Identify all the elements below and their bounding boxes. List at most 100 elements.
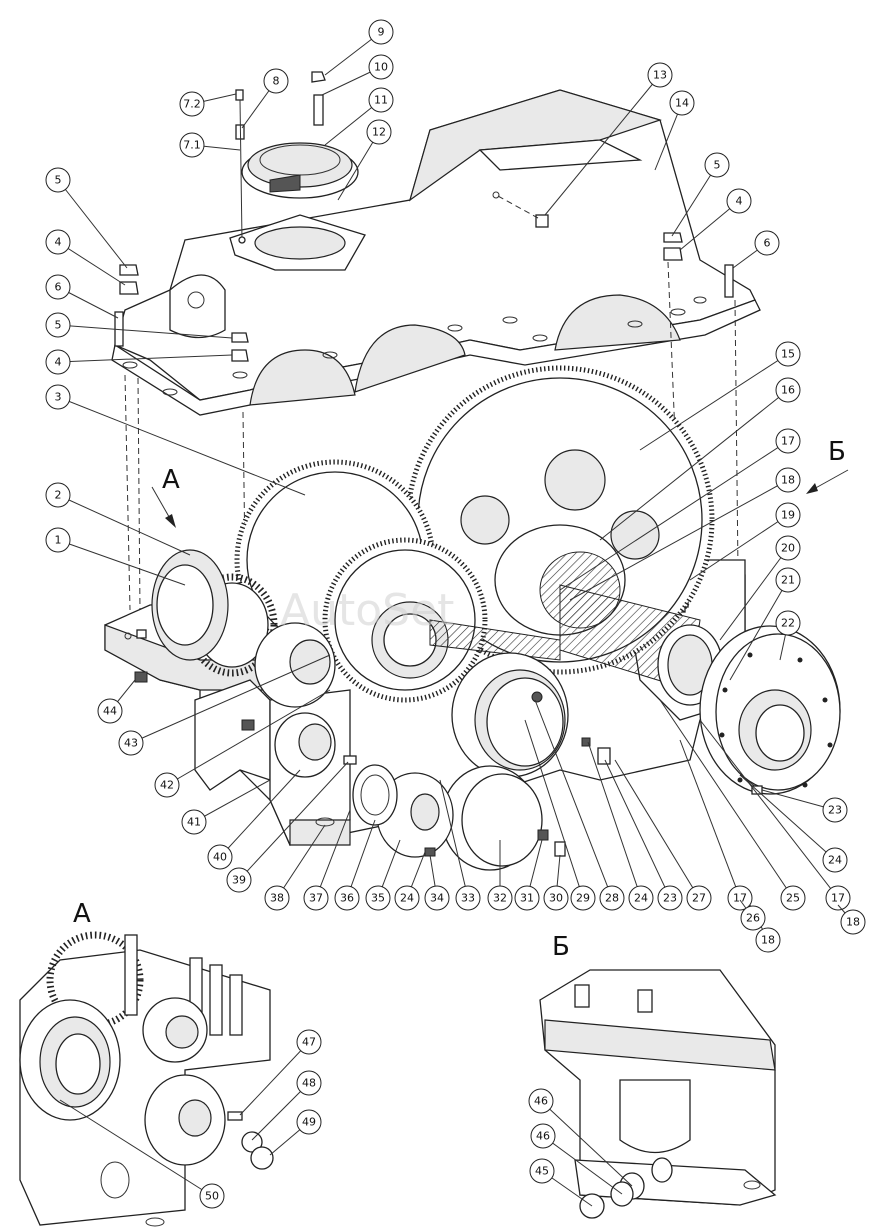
callout-21: 21	[729, 567, 801, 681]
callout-circle	[45, 274, 71, 300]
callout-6: 6	[732, 230, 780, 269]
callout-number: 24	[400, 892, 414, 905]
callout-number: 17	[733, 892, 747, 905]
callout-number: 9	[378, 26, 385, 39]
callout-circle	[179, 132, 205, 158]
detail-view-a	[19, 931, 274, 1227]
callout-number: 40	[213, 851, 227, 864]
callout-number: 3	[55, 391, 62, 404]
callout-leader	[239, 1041, 310, 1116]
callout-leader	[689, 514, 789, 581]
callout-leader	[739, 774, 836, 861]
callout-circle	[570, 885, 596, 911]
callout-number: 19	[781, 509, 795, 522]
callout-leader	[219, 769, 301, 858]
callout-number: 47	[302, 1036, 316, 1049]
callout-number: 38	[270, 892, 284, 905]
callout-38: 38	[264, 824, 326, 911]
callout-leader	[729, 579, 789, 681]
callout-number: 7.2	[183, 98, 201, 111]
callout-number: 39	[232, 874, 246, 887]
callout-circle	[657, 885, 683, 911]
callout-circle	[207, 844, 233, 870]
callout-circle	[775, 467, 801, 493]
view-arrows: A Б А Б	[73, 437, 849, 962]
callout-40: 40	[207, 769, 301, 870]
callout-18: 18	[837, 904, 866, 935]
callout-leader	[534, 699, 613, 899]
callout-leader	[337, 131, 380, 201]
callout-leader	[315, 809, 351, 899]
callout-leader	[599, 389, 789, 541]
callout-5: 5	[671, 152, 730, 237]
callout-leader	[542, 1135, 623, 1195]
callout-circle	[368, 87, 394, 113]
callout-leader	[719, 547, 789, 641]
callout-circle	[754, 230, 780, 256]
callout-20: 20	[719, 535, 801, 641]
callout-number: 28	[605, 892, 619, 905]
callout-7-1: 7.1	[179, 132, 241, 158]
callout-31: 31	[514, 839, 543, 911]
callout-leader	[639, 353, 789, 451]
callout-number: 24	[828, 854, 842, 867]
callout-circle	[365, 885, 391, 911]
callout-15: 15	[639, 341, 801, 451]
callout-35: 35	[365, 839, 401, 911]
callout-45: 45	[529, 1158, 593, 1207]
callout-42: 42	[154, 689, 331, 798]
detail-view-b-label: Б	[552, 932, 570, 962]
callout-46: 46	[528, 1088, 633, 1187]
callout-47: 47	[239, 1029, 322, 1116]
callout-number: 11	[374, 94, 388, 107]
callout-11: 11	[324, 87, 394, 146]
callout-leader	[57, 494, 191, 556]
callout-leader	[57, 179, 128, 269]
callout-3: 3	[45, 384, 306, 496]
callout-number: 18	[781, 474, 795, 487]
callout-number: 46	[536, 1130, 550, 1143]
callout-circle	[368, 19, 394, 45]
callout-number: 13	[653, 69, 667, 82]
callout-leader	[439, 779, 469, 899]
callout-circle	[45, 312, 71, 338]
callout-circle	[199, 1183, 225, 1209]
callout-circle	[775, 428, 801, 454]
watermark: AutoSet	[280, 585, 454, 636]
detail-view-b	[539, 969, 777, 1219]
callout-leader	[346, 819, 376, 899]
callout-number: 18	[846, 916, 860, 929]
callout-14: 14	[654, 90, 695, 171]
callout-number: 26	[746, 912, 760, 925]
callout-number: 49	[302, 1116, 316, 1129]
callout-number: 14	[675, 97, 689, 110]
callout-circle	[775, 377, 801, 403]
callout-circle	[599, 885, 625, 911]
callout-13: 13	[544, 62, 673, 216]
callout-number: 22	[781, 617, 795, 630]
callout-number: 25	[786, 892, 800, 905]
callout-circle	[424, 885, 450, 911]
callout-circle	[368, 54, 394, 80]
callout-number: 4	[55, 356, 62, 369]
callout-circle	[303, 885, 329, 911]
callout-number: 46	[534, 1095, 548, 1108]
callout-circle	[543, 885, 569, 911]
callout-41: 41	[181, 779, 271, 835]
callout-number: 5	[714, 159, 721, 172]
callout-circle	[822, 847, 848, 873]
callout-number: 34	[430, 892, 444, 905]
callout-4: 4	[45, 349, 233, 375]
callout-circle	[296, 1070, 322, 1096]
top-hardware	[235, 71, 549, 244]
callout-leader	[59, 1099, 213, 1197]
callout-leader	[699, 719, 839, 899]
callout-number: 29	[576, 892, 590, 905]
callout-circle	[780, 885, 806, 911]
callout-27: 27	[614, 759, 712, 911]
callout-17: 17	[699, 719, 851, 911]
callout-number: 4	[736, 195, 743, 208]
callout-circle	[775, 341, 801, 367]
callout-number: 44	[103, 705, 117, 718]
